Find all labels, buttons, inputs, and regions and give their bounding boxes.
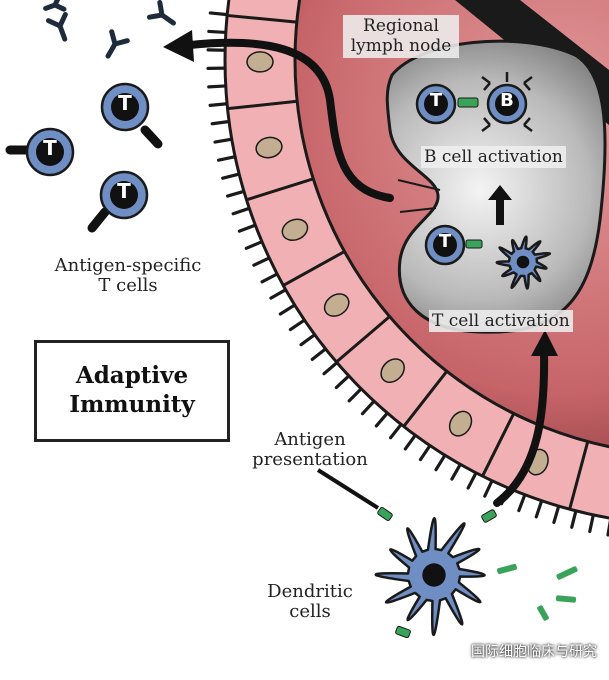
villus [223, 174, 239, 178]
dendritic-cell-icon [376, 518, 485, 635]
villus [209, 31, 226, 32]
t-cell-letter: T [428, 91, 444, 111]
label-t-cell-activation: T cell activation [429, 310, 573, 332]
villus [485, 481, 492, 496]
dendritic-cell-nucleus [422, 563, 445, 586]
watermark-text: 国际细胞临床与研究 [471, 641, 597, 661]
t-cell-letter: T [42, 137, 58, 159]
villus [212, 121, 229, 123]
villus [254, 258, 269, 265]
villus [590, 515, 594, 532]
villus [233, 208, 249, 213]
cell-nucleus [247, 52, 273, 72]
label-b-cell-activation: B cell activation [421, 146, 566, 168]
villus [219, 157, 236, 161]
antigen-fragment [556, 566, 578, 581]
t-cell-letter: T [437, 232, 453, 252]
villus [376, 413, 387, 426]
villus [336, 376, 348, 388]
antibody-icon [100, 32, 127, 61]
watermark: 国际细胞临床与研究 [471, 641, 597, 661]
villus [246, 242, 262, 249]
antibody-icon [43, 0, 64, 15]
adaptive-immunity-title-line1: Adaptive [76, 362, 188, 391]
villus [210, 104, 227, 106]
villus [324, 363, 337, 374]
watermark-logo [428, 638, 446, 656]
villus [209, 86, 226, 87]
antigen-icon [395, 626, 411, 638]
villus [420, 446, 430, 460]
villus [239, 225, 255, 231]
t-cell-letter: T [117, 92, 133, 114]
label-lymph-node: Regional lymph node [343, 15, 459, 58]
antigen-icon [377, 507, 393, 522]
antigen-fragment [556, 595, 576, 603]
villus [536, 501, 541, 517]
flow-arrowhead [163, 30, 194, 62]
antigen-presentation-pointer [318, 470, 378, 508]
villus [228, 191, 244, 196]
label-antigen-specific-t-cells: Antigen-specific T cells [28, 256, 228, 296]
antigen-icon [466, 240, 482, 248]
antibody-icon [149, 2, 178, 30]
antigen-icon [481, 509, 497, 523]
villus [312, 349, 325, 360]
t-cell-letter: T [116, 180, 132, 202]
villus [572, 511, 576, 527]
villus [519, 495, 525, 511]
villus [271, 290, 286, 298]
antigen-icon [458, 98, 478, 107]
villus [554, 506, 559, 522]
villus [436, 455, 445, 469]
adaptive-immunity-title-line2: Immunity [69, 391, 195, 420]
villus [301, 335, 315, 345]
villus [349, 389, 361, 401]
label-antigen-presentation: Antigen presentation [240, 430, 380, 470]
villus [215, 139, 232, 142]
villus [452, 464, 460, 479]
antigen-fragment [536, 605, 549, 622]
villus [210, 13, 227, 15]
villus [391, 424, 402, 437]
villus [262, 274, 277, 282]
label-dendritic-cells: Dendritic cells [255, 582, 365, 622]
antigen-fragment [497, 564, 518, 575]
villus [290, 320, 304, 330]
dendritic-cell-nucleus [517, 256, 530, 269]
b-cell-letter: B [499, 91, 515, 111]
villus [468, 473, 476, 488]
antibody-icon [48, 14, 73, 42]
villus [363, 401, 375, 413]
villus [405, 435, 415, 449]
villus [280, 305, 294, 314]
adaptive-immunity-title-box: Adaptive Immunity [34, 340, 230, 442]
